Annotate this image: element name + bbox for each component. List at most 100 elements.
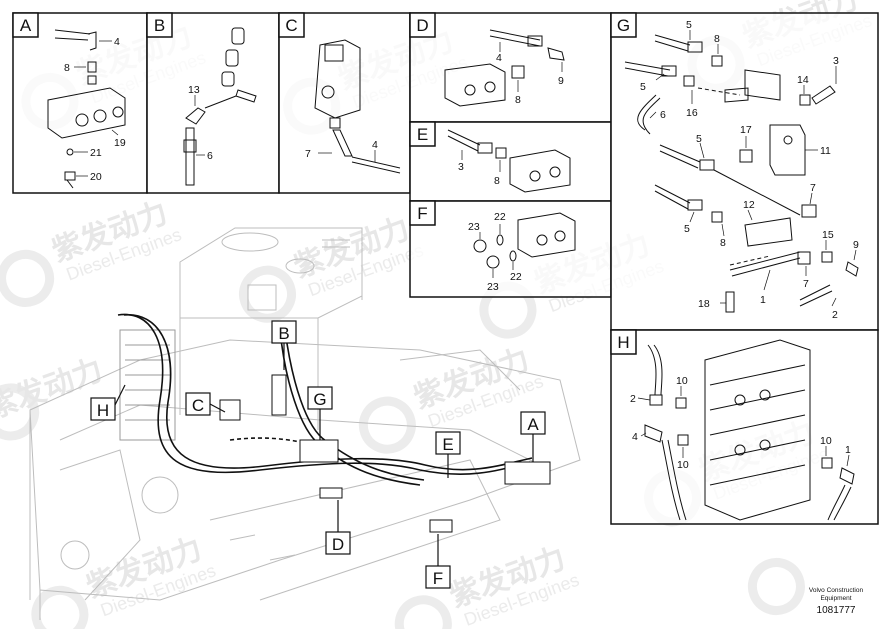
- callout-f[interactable]: F: [425, 534, 451, 589]
- port-icon: [554, 230, 566, 242]
- o-ring-icon: [509, 250, 517, 262]
- elbow-fitting-icon: [332, 129, 353, 157]
- panel-g-callout: 3: [833, 55, 839, 67]
- panel-e-callout: 8: [494, 175, 500, 187]
- panel-g-callout: 16: [686, 107, 698, 119]
- screw-icon: [64, 171, 76, 189]
- panel-h-callout: 10: [677, 459, 689, 471]
- adapter-icon: [711, 55, 723, 67]
- callout-h[interactable]: H: [90, 384, 126, 421]
- adapter-icon: [683, 75, 695, 87]
- footer: Volvo Construction Equipment 1081777: [809, 587, 864, 616]
- adapter-icon: [821, 457, 833, 469]
- foot-pin-boss: [60, 540, 90, 570]
- block-icon: [509, 149, 571, 193]
- callout-e[interactable]: E: [435, 431, 461, 478]
- panel-g-callout: 9: [853, 239, 859, 251]
- panel-g-callout: 7: [810, 182, 816, 194]
- port-icon: [734, 394, 746, 406]
- detail-panel-c: C 7 4: [278, 12, 411, 194]
- hose-icon: [654, 34, 691, 52]
- watermark-logo-icon: [394, 595, 452, 634]
- port-icon: [759, 439, 771, 451]
- port-icon: [529, 170, 541, 182]
- panel-f-callout: 23: [468, 221, 480, 233]
- detail-panel-d: D 4 9 8: [409, 12, 612, 123]
- block-icon: [744, 217, 793, 247]
- callout-c-label: C: [192, 396, 204, 415]
- hidden-line: [697, 87, 741, 96]
- hose-icon: [713, 169, 801, 216]
- o-ring-icon: [496, 234, 504, 246]
- callout-d[interactable]: D: [325, 500, 351, 555]
- panel-g-callout: 5: [686, 19, 692, 31]
- port-icon: [321, 85, 335, 99]
- callout-b[interactable]: B: [271, 320, 297, 370]
- panel-g-callout: 8: [714, 33, 720, 45]
- plug-icon: [473, 239, 487, 253]
- main-control-valve: [119, 329, 176, 441]
- panel-c-callout: 4: [372, 139, 378, 151]
- footer-doc-id: 1081777: [817, 605, 856, 616]
- fitting-group-a: [504, 461, 551, 485]
- panel-a-callout: 20: [90, 171, 102, 183]
- sleeve-icon: [225, 49, 239, 67]
- detail-panel-f: F 23 22 23 22: [409, 200, 612, 298]
- sleeve-icon: [231, 27, 245, 45]
- watermark-logo-icon: [0, 383, 40, 441]
- panel-e-letter: E: [417, 125, 428, 144]
- callout-f-label: F: [433, 569, 443, 588]
- hose-icon: [659, 144, 701, 169]
- panel-g-letter: G: [617, 16, 630, 35]
- port-icon: [464, 84, 476, 96]
- panel-a-letter: A: [20, 16, 32, 35]
- hose-icon: [827, 484, 852, 521]
- panel-g-callout: 8: [720, 237, 726, 249]
- panel-h-callout: 4: [632, 431, 638, 443]
- adapter-icon: [675, 397, 687, 409]
- panel-g-callout: 11: [820, 145, 831, 157]
- elbow-fitting-icon: [185, 107, 206, 125]
- callout-c[interactable]: C: [185, 392, 226, 416]
- adapter-icon: [799, 94, 811, 106]
- main-callouts: B G C H E A D: [90, 320, 546, 589]
- counterweight-edge: [399, 349, 521, 391]
- panel-g-callout: 1: [760, 294, 766, 306]
- hose-icon: [54, 29, 91, 41]
- adapter-icon: [677, 434, 689, 446]
- hose-icon: [661, 439, 687, 521]
- upper-frame-outline: [29, 339, 581, 601]
- solenoid-icon: [324, 44, 344, 62]
- callout-b-label: B: [278, 324, 289, 343]
- panel-a-callout: 19: [114, 137, 126, 149]
- tank-cap: [221, 232, 279, 252]
- panel-h-letter: H: [617, 333, 629, 352]
- screw-icon: [739, 149, 753, 163]
- elbow-fitting-icon: [839, 467, 855, 485]
- port-icon: [734, 444, 746, 456]
- panel-c-letter: C: [285, 16, 297, 35]
- panel-f-callout: 23: [487, 281, 499, 293]
- callout-g[interactable]: G: [307, 386, 333, 440]
- hose-icon: [799, 284, 833, 307]
- fitting-icon: [687, 41, 703, 53]
- fitting-group-g: [299, 439, 339, 463]
- panel-a-callout: 4: [114, 36, 120, 48]
- callout-a[interactable]: A: [520, 411, 546, 462]
- panel-h-callout: 2: [630, 393, 636, 405]
- bracket-icon: [769, 124, 806, 176]
- adapter-icon: [711, 211, 723, 223]
- valve-icon: [314, 39, 361, 119]
- fitting-c: [219, 399, 241, 421]
- port-icon: [75, 113, 89, 127]
- panel-g-callout: 18: [698, 298, 710, 310]
- callout-h-label: H: [97, 401, 109, 420]
- footer-company-line2: Equipment: [820, 595, 851, 602]
- panel-d-callout: 4: [496, 52, 502, 64]
- port-icon: [759, 389, 771, 401]
- panel-d-callout: 9: [558, 75, 564, 87]
- hose-icon: [447, 129, 481, 152]
- panel-g-callout: 17: [740, 124, 752, 136]
